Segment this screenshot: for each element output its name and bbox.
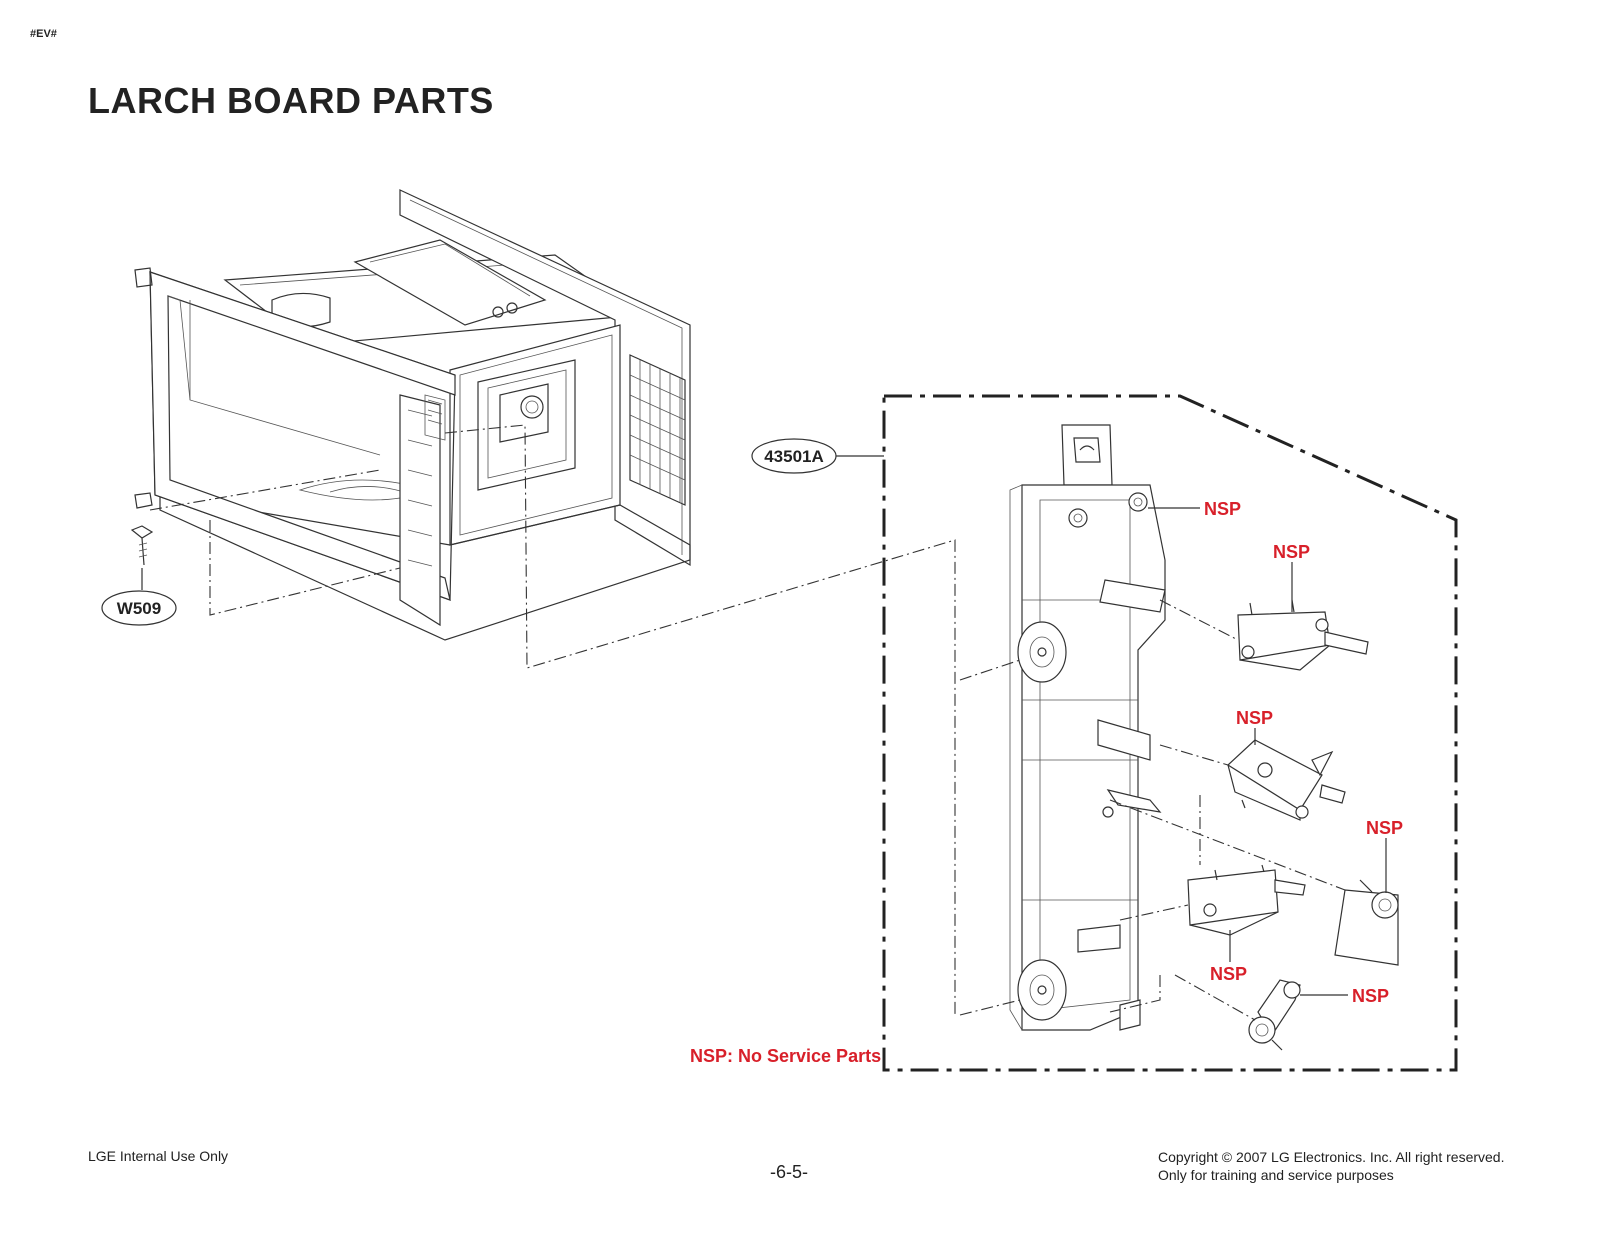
- nsp-label-lower-switch: NSP: [1210, 964, 1247, 984]
- part-label-w509: W509: [117, 599, 161, 618]
- footer-copyright-block: Copyright © 2007 LG Electronics. Inc. Al…: [1158, 1148, 1504, 1184]
- latch-lever: [1334, 879, 1399, 966]
- part-label-w509-oval: [101, 590, 177, 626]
- actuator-cam: [1248, 979, 1301, 1051]
- microwave-cavity-assembly: [134, 189, 691, 641]
- page-title: LARCH BOARD PARTS: [88, 80, 494, 121]
- nsp-label-top-switch: NSP: [1273, 542, 1310, 562]
- micro-switch-middle: [1227, 739, 1346, 821]
- nsp-label-board-boss: NSP: [1204, 499, 1241, 519]
- kit-boundary-frame: [882, 394, 1458, 1072]
- rear-vent-grid: [629, 354, 686, 506]
- nsp-label-middle-switch: NSP: [1236, 708, 1273, 728]
- screw-w509: [130, 525, 154, 566]
- front-frame: [134, 267, 456, 601]
- page-number: -6-5-: [770, 1162, 809, 1182]
- latch-board: [1009, 424, 1166, 1031]
- part-label-43501a: 43501A: [764, 447, 824, 466]
- nsp-label-actuator-cam: NSP: [1352, 986, 1389, 1006]
- document-code: #EV#: [30, 28, 57, 40]
- nsp-label-latch-lever: NSP: [1366, 818, 1403, 838]
- footer-internal-use: LGE Internal Use Only: [88, 1148, 229, 1164]
- micro-switch-lower: [1187, 864, 1306, 936]
- copyright-text: Copyright © 2007 LG Electronics. Inc. Al…: [1158, 1149, 1505, 1165]
- micro-switch-top: [1237, 599, 1369, 671]
- purpose-text: Only for training and service purposes: [1158, 1167, 1394, 1183]
- nsp-legend-note: NSP: No Service Parts: [690, 1046, 881, 1066]
